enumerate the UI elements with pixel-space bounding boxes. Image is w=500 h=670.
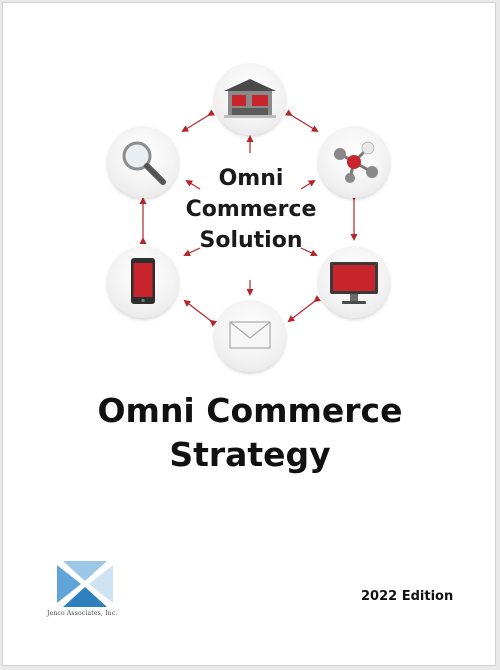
mobile-node <box>107 246 179 318</box>
title-line-2: Strategy <box>169 435 331 474</box>
monitor-node <box>318 246 390 318</box>
arrow-monitor-email <box>287 295 322 323</box>
page-title: Omni Commerce Strategy <box>3 389 497 477</box>
arrow-store-network <box>284 109 319 133</box>
arrow-center-mobile <box>183 247 201 257</box>
store-icon <box>224 79 276 118</box>
network-node <box>318 126 390 198</box>
center-line-3: Solution <box>199 228 303 253</box>
connector-arrows <box>139 109 358 327</box>
title-line-1: Omni Commerce <box>97 391 403 430</box>
diagram-center-label: Omni Commerce Solution <box>171 163 331 256</box>
envelope-icon <box>229 321 271 349</box>
publisher-logo <box>55 559 115 609</box>
network-icon <box>334 141 378 183</box>
search-node <box>107 126 179 198</box>
arrow-center-monitor <box>300 247 318 257</box>
store-node <box>214 63 286 135</box>
center-line-2: Commerce <box>185 197 317 222</box>
arrow-center-network <box>300 179 316 190</box>
magnifier-icon <box>122 141 166 185</box>
monitor-icon <box>330 262 378 304</box>
cover-page: Omni Commerce Solution Omni Commerce Str… <box>2 2 496 666</box>
email-node <box>214 300 286 372</box>
arrow-store-search <box>181 109 216 133</box>
arrow-center-search <box>185 179 201 190</box>
arrow-email-mobile <box>183 299 218 327</box>
edition-label: 2022 Edition <box>361 589 454 604</box>
publisher-name: Jenco Associates, Inc. <box>47 610 118 617</box>
omni-commerce-diagram: Omni Commerce Solution <box>3 3 497 383</box>
center-line-1: Omni <box>218 166 284 191</box>
smartphone-icon <box>131 258 155 304</box>
publisher-logo-icon <box>57 561 113 607</box>
